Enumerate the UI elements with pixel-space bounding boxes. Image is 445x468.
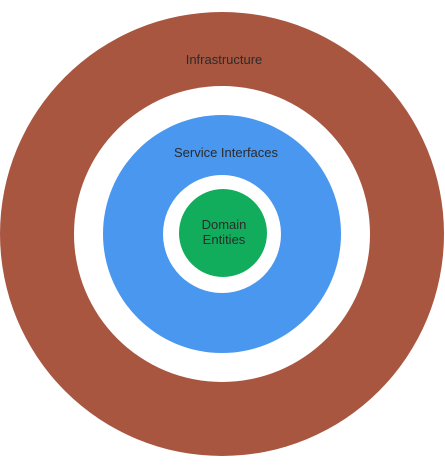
service-interfaces-label: Service Interfaces: [174, 145, 279, 160]
domain-entities-label-line1: Domain: [202, 217, 247, 232]
domain-entities-label-line2: Entities: [203, 232, 246, 247]
domain-entities-core: [179, 189, 267, 277]
infrastructure-label: Infrastructure: [186, 52, 263, 67]
